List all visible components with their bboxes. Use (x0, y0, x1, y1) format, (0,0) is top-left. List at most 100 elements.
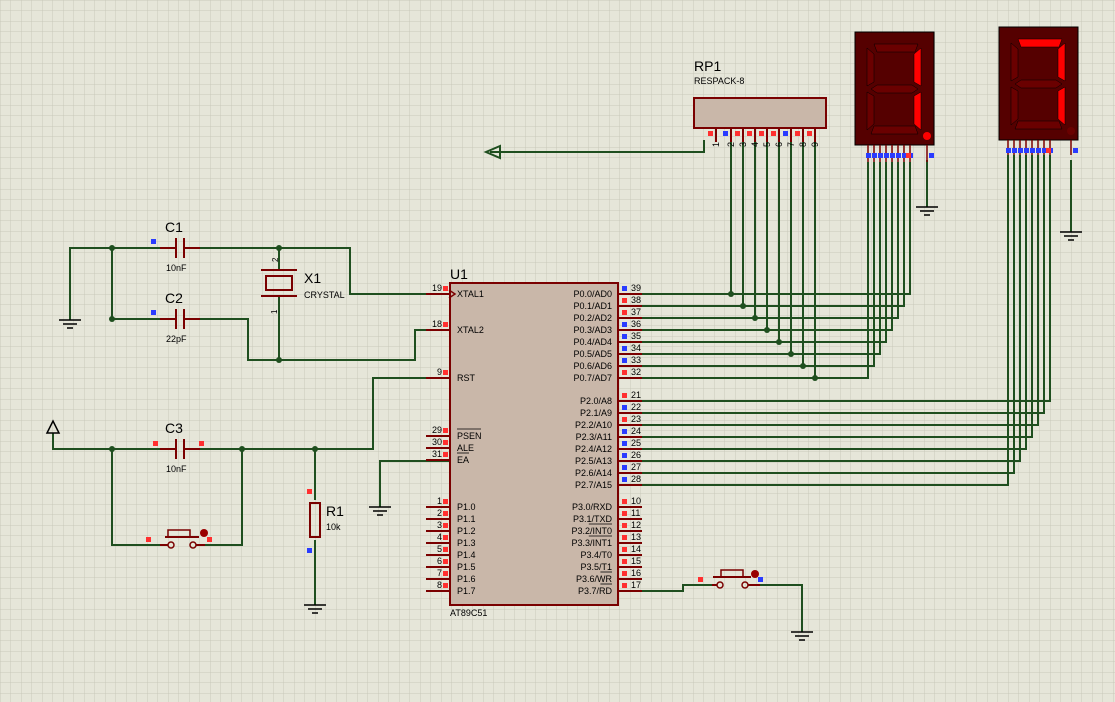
resistor-r1[interactable]: R1 10k (307, 489, 344, 553)
segment-g (1014, 79, 1063, 89)
rp1-pin-number: 3 (738, 142, 748, 147)
pin-marker (622, 583, 627, 588)
chip-pin-6[interactable]: 6P1.5 (426, 556, 476, 572)
pin-marker (443, 511, 448, 516)
chip-pin-4[interactable]: 4P1.3 (426, 532, 476, 548)
c3-ref: C3 (165, 420, 183, 436)
rp1-pin-9[interactable]: 9 (807, 128, 820, 147)
seven-segment-display-1[interactable] (854, 31, 935, 146)
rp1-pin-2[interactable]: 2 (723, 128, 736, 147)
reset-pushbutton[interactable] (146, 529, 212, 549)
pin-name: P2.3/A11 (576, 432, 612, 442)
junctions (109, 245, 818, 452)
port0-wire (642, 162, 881, 355)
rp1-pin-8[interactable]: 8 (795, 128, 808, 147)
chip-pin-2[interactable]: 2P1.1 (426, 508, 476, 524)
pin-number: 33 (631, 355, 641, 365)
input-pushbutton[interactable] (698, 569, 763, 589)
rp1-pin-7[interactable]: 7 (783, 128, 796, 147)
chip-pin-3[interactable]: 3P1.2 (426, 520, 476, 536)
rp1-pin-6[interactable]: 6 (771, 128, 784, 147)
pin-number: 13 (631, 532, 641, 542)
pin-name: P3.0/RXD (572, 502, 613, 512)
c2-ref: C2 (165, 290, 183, 306)
c1-ref: C1 (165, 219, 183, 235)
rp1-pin-3[interactable]: 3 (735, 128, 748, 147)
crystal-x1[interactable]: 2 1 X1 CRYSTAL (261, 257, 345, 314)
pin-marker (622, 499, 627, 504)
chip-pin-8[interactable]: 8P1.7 (426, 580, 476, 596)
capacitor-c2[interactable]: C2 22pF (151, 290, 200, 344)
chip-ref: U1 (450, 266, 468, 282)
pin-number: 39 (631, 283, 641, 293)
chip-pin-5[interactable]: 5P1.4 (426, 544, 476, 560)
chip-part: AT89C51 (450, 608, 487, 618)
pin-name: P0.2/AD2 (573, 313, 612, 323)
capacitor-c3[interactable]: C3 10nF (153, 420, 204, 474)
pin-number: 15 (631, 556, 641, 566)
rp1-pin-1[interactable]: 1 (708, 128, 721, 147)
segment-f (866, 47, 875, 87)
input-btn-actuator-icon[interactable] (751, 570, 759, 578)
pin-name: P2.7/A15 (575, 480, 612, 490)
ground-icon (59, 319, 81, 329)
display-pins (866, 140, 1078, 162)
pin-number: 11 (631, 508, 640, 518)
pin-name: P2.4/A12 (575, 444, 612, 454)
port2-wire (642, 155, 1015, 474)
chip-pin-1[interactable]: 1P1.0 (426, 496, 476, 512)
seven-segment-display-2[interactable] (998, 26, 1079, 141)
pin-marker (443, 547, 448, 552)
segment-a (1017, 38, 1063, 48)
pin-name: P1.3 (457, 538, 476, 548)
pin-name: P1.5 (457, 562, 476, 572)
pin-number: 37 (631, 307, 641, 317)
r1-pin-marker-top (307, 489, 312, 494)
capacitor-c1[interactable]: C1 10nF (151, 219, 200, 273)
chip-pin-7[interactable]: 7P1.6 (426, 568, 476, 584)
display-common-marker (929, 153, 934, 158)
c2-pin-marker (151, 310, 156, 315)
pin-number: 25 (631, 438, 641, 448)
rp1-pin-4[interactable]: 4 (747, 128, 760, 147)
pin-number: 34 (631, 343, 641, 353)
pin-marker (622, 429, 627, 434)
pin-marker (443, 370, 448, 375)
rp1-pin-5[interactable]: 5 (759, 128, 772, 147)
port0-wire (642, 162, 887, 343)
reset-btn-actuator-icon[interactable] (200, 529, 208, 537)
